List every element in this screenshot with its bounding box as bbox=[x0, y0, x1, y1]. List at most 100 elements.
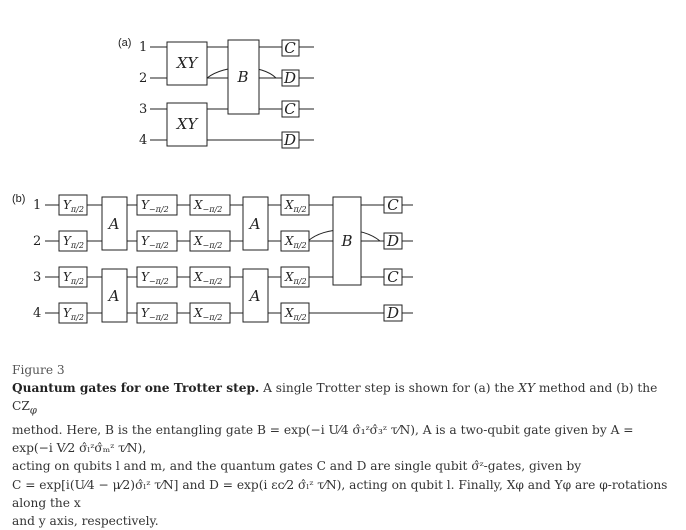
y-sub-b-2: π/2 bbox=[70, 241, 84, 250]
x-neg-letter-b-4: X bbox=[193, 306, 203, 320]
x-sub-b-1: π/2 bbox=[293, 205, 307, 214]
x-neg-gate-b-4: X−π/2 bbox=[189, 302, 231, 324]
qubit-label-a-4: 4 bbox=[139, 133, 147, 148]
x-neg-letter-b-1: X bbox=[193, 198, 203, 212]
y-gate-b-1: Yπ/2 bbox=[58, 194, 88, 216]
caption-line-5: and y axis, respectively. bbox=[12, 514, 159, 529]
x-gate-b-2: Xπ/2 bbox=[280, 230, 310, 252]
x-letter-b-4: X bbox=[284, 306, 294, 320]
a-gate-b-12-second bbox=[242, 196, 269, 251]
svg-text:X−π/2: X−π/2 bbox=[193, 270, 222, 286]
y-neg-letter-b-1: Y bbox=[141, 198, 150, 212]
a-label-b-12-first: A bbox=[107, 215, 120, 233]
y-sub-b-3: π/2 bbox=[70, 277, 84, 286]
figure-number: Figure 3 bbox=[12, 363, 65, 377]
x-neg-sub-b-1: −π/2 bbox=[203, 205, 223, 214]
x-neg-sub-b-2: −π/2 bbox=[203, 241, 223, 250]
y-gate-b-3: Yπ/2 bbox=[58, 266, 88, 288]
caption-phi: φ bbox=[29, 405, 37, 417]
d-gate-b-2 bbox=[383, 232, 403, 250]
y-neg-sub-b-2: −π/2 bbox=[149, 241, 169, 250]
d-gate-b-4 bbox=[383, 304, 403, 322]
y-neg-sub-b-3: −π/2 bbox=[149, 277, 169, 286]
x-gate-b-1: Xπ/2 bbox=[280, 194, 310, 216]
qubit-label-a-2: 2 bbox=[139, 71, 147, 86]
svg-text:Yπ/2: Yπ/2 bbox=[63, 198, 84, 214]
x-sub-b-4: π/2 bbox=[293, 313, 307, 322]
svg-text:X−π/2: X−π/2 bbox=[193, 198, 222, 214]
svg-text:Y−π/2: Y−π/2 bbox=[141, 234, 169, 250]
d-gate-a-4 bbox=[281, 131, 300, 149]
d-gate-a-2 bbox=[281, 69, 300, 87]
rotation-gates: Yπ/2 Yπ/2 Yπ/2 Yπ/2 Y−π/2 Y−π/2 Y−π/2 Y−… bbox=[58, 194, 310, 324]
figure-caption: Figure 3 Quantum gates for one Trotter s… bbox=[12, 361, 677, 530]
y-neg-sub-b-4: −π/2 bbox=[149, 313, 169, 322]
x-letter-b-2: X bbox=[284, 234, 294, 248]
d-label-a-4: D bbox=[283, 131, 296, 149]
circuit-diagram: (a) 1 2 3 4 XY XY B C D C D (b) 1 2 3 4 bbox=[12, 37, 413, 324]
c-gate-a-1 bbox=[281, 39, 300, 57]
c-label-a-3: C bbox=[284, 100, 296, 118]
c-label-a-1: C bbox=[284, 39, 296, 57]
caption-body-2: method and (b) the CZ bbox=[12, 381, 658, 414]
c-gate-a-3 bbox=[281, 100, 300, 118]
y-neg-gate-b-2: Y−π/2 bbox=[136, 230, 178, 252]
y-gate-b-4: Yπ/2 bbox=[58, 302, 88, 324]
y-letter-b-3: Y bbox=[63, 270, 72, 284]
panel-b-label: (b) bbox=[12, 193, 25, 205]
x-gate-b-4: Xπ/2 bbox=[280, 302, 310, 324]
caption-line-3: acting on qubits l and m, and the quantu… bbox=[12, 459, 582, 474]
caption-line-1: Quantum gates for one Trotter step. A si… bbox=[12, 379, 677, 421]
y-sub-b-4: π/2 bbox=[70, 313, 84, 322]
svg-text:Xπ/2: Xπ/2 bbox=[284, 306, 307, 322]
x-sub-b-3: π/2 bbox=[293, 277, 307, 286]
x-letter-b-1: X bbox=[284, 198, 294, 212]
xy-gate-a-34 bbox=[166, 102, 208, 147]
caption-line-4: C = exp[i(U⁄4 − μ⁄2)σ̂ₗᶻ τ⁄N] and D = ex… bbox=[12, 477, 668, 510]
y-gate-b-2: Yπ/2 bbox=[58, 230, 88, 252]
qubit-label-b-3: 3 bbox=[33, 270, 41, 285]
panel-a-label: (a) bbox=[118, 37, 131, 49]
xy-label-a-34: XY bbox=[176, 115, 200, 133]
qubit-label-b-2: 2 bbox=[33, 234, 41, 249]
svg-text:X−π/2: X−π/2 bbox=[193, 234, 222, 250]
y-neg-letter-b-3: Y bbox=[141, 270, 150, 284]
x-neg-letter-b-2: X bbox=[193, 234, 203, 248]
x-neg-sub-b-3: −π/2 bbox=[203, 277, 223, 286]
b-label-a: B bbox=[236, 68, 248, 86]
caption-body-3: method. Here, bbox=[12, 423, 106, 438]
d-label-b-2: D bbox=[386, 232, 399, 250]
svg-text:X−π/2: X−π/2 bbox=[193, 306, 222, 322]
c-label-b-1: C bbox=[387, 196, 399, 214]
svg-text:Yπ/2: Yπ/2 bbox=[63, 306, 84, 322]
x-neg-gate-b-1: X−π/2 bbox=[189, 194, 231, 216]
qubit-label-a-1: 1 bbox=[139, 40, 147, 55]
caption-body-1: A single Trotter step is shown for (a) t… bbox=[259, 381, 519, 396]
caption-xy: XY bbox=[518, 381, 535, 396]
c-gate-b-3 bbox=[383, 268, 403, 286]
x-sub-b-2: π/2 bbox=[293, 241, 307, 250]
a-gate-b-12-first bbox=[101, 196, 128, 251]
y-letter-b-2: Y bbox=[63, 234, 72, 248]
b-label-b: B bbox=[340, 232, 352, 250]
y-letter-b-1: Y bbox=[63, 198, 72, 212]
svg-text:Xπ/2: Xπ/2 bbox=[284, 198, 307, 214]
xy-label-a-12: XY bbox=[176, 54, 200, 72]
panel-a: (a) 1 2 3 4 XY XY B C D C D bbox=[118, 37, 314, 149]
c-label-b-3: C bbox=[387, 268, 399, 286]
svg-text:Y−π/2: Y−π/2 bbox=[141, 270, 169, 286]
y-neg-gate-b-1: Y−π/2 bbox=[136, 194, 178, 216]
panel-b: (b) 1 2 3 4 A A A A B C D C D bbox=[12, 193, 413, 324]
c-gate-b-1 bbox=[383, 196, 403, 214]
qubit-label-b-4: 4 bbox=[33, 306, 41, 321]
a-label-b-34-first: A bbox=[107, 287, 120, 305]
caption-line-2: method. Here, B is the entangling gate B… bbox=[12, 421, 677, 457]
svg-text:Yπ/2: Yπ/2 bbox=[63, 234, 84, 250]
y-neg-letter-b-2: Y bbox=[141, 234, 150, 248]
x-neg-letter-b-3: X bbox=[193, 270, 203, 284]
d-label-b-4: D bbox=[386, 304, 399, 322]
svg-text:Yπ/2: Yπ/2 bbox=[63, 270, 84, 286]
b-gate-b bbox=[332, 196, 362, 286]
a-gate-b-34-first bbox=[101, 268, 128, 323]
x-neg-gate-b-3: X−π/2 bbox=[189, 266, 231, 288]
